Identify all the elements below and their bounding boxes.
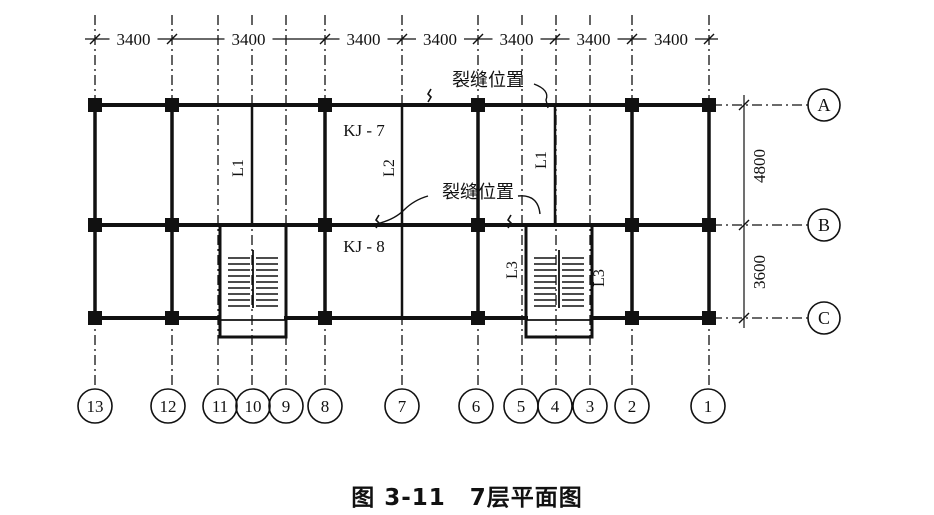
dimension-tick (703, 33, 715, 45)
row-axis-label-A: A (818, 95, 831, 115)
column-axis-label-11: 11 (212, 397, 228, 416)
column-axis-label-2: 2 (628, 397, 637, 416)
beam-label: L1 (533, 151, 550, 169)
column-square (318, 311, 332, 325)
floor-plan: 3400340034003400340034003400340048003600… (77, 15, 841, 424)
dimension-tick (166, 33, 178, 45)
column-square (318, 218, 332, 232)
column-axis-bubble-3 (572, 388, 608, 424)
column-axis-bubble-4 (537, 388, 573, 424)
column-axis-bubble-13 (77, 388, 113, 424)
row-axis-label-C: C (818, 308, 830, 328)
column-square (702, 98, 716, 112)
crack-mark (426, 88, 433, 103)
dimension-text: 3400 (232, 30, 266, 49)
crack-label: 裂缝位置 (452, 70, 524, 90)
dimension-bg (416, 28, 464, 48)
dimension-text: 3400 (654, 30, 688, 49)
dimension-text: 3400 (117, 30, 151, 49)
dimension-tick (738, 219, 750, 231)
column-square (165, 311, 179, 325)
column-axis-bubble-11 (202, 388, 238, 424)
dimension-tick (626, 33, 638, 45)
column-square (625, 311, 639, 325)
dimension-lines: 3400340034003400340034003400340048003600 (85, 28, 769, 328)
column-square (625, 218, 639, 232)
dimension-bg (492, 28, 541, 48)
column-square (471, 98, 485, 112)
column-square (165, 218, 179, 232)
dimension-bg (339, 28, 388, 48)
beam-label: L2 (381, 159, 398, 177)
crack-mark (374, 214, 381, 229)
column-axis-label-8: 8 (321, 397, 330, 416)
column-square (88, 218, 102, 232)
row-dimension-text: 3600 (750, 255, 769, 289)
column-square (165, 98, 179, 112)
label-bg (332, 236, 394, 256)
beam-label: L1 (230, 159, 247, 177)
row-axis-bubble-C (807, 301, 841, 335)
dimension-text: 3400 (347, 30, 381, 49)
column-square (625, 98, 639, 112)
row-axis-bubble-A (807, 88, 841, 122)
column-axis-label-7: 7 (398, 397, 407, 416)
dimension-tick (738, 99, 750, 111)
dimension-tick (89, 33, 101, 45)
frame-label-kj8: KJ - 8 (343, 237, 385, 256)
row-axis-bubble-B (807, 208, 841, 242)
column-square (471, 218, 485, 232)
column-axis-bubble-9 (268, 388, 304, 424)
column-axis-bubble-7 (384, 388, 420, 424)
beam-label: L3 (591, 269, 608, 287)
column-axis-label-12: 12 (160, 397, 177, 416)
column-square (88, 311, 102, 325)
frame-label-kj7: KJ - 7 (343, 121, 385, 140)
frame-structure (88, 98, 716, 339)
column-square (471, 311, 485, 325)
dimension-bg (647, 28, 695, 48)
column-axis-label-1: 1 (704, 397, 713, 416)
crack-mark (506, 214, 513, 229)
column-axis-label-9: 9 (282, 397, 291, 416)
column-axis-label-13: 13 (87, 397, 104, 416)
column-square (88, 98, 102, 112)
figure-caption: 图 3-11 7层平面图 (351, 485, 583, 511)
column-axis-label-10: 10 (245, 397, 262, 416)
dimension-bg (569, 28, 618, 48)
crack-leader (375, 195, 429, 225)
column-axis-bubble-8 (307, 388, 343, 424)
beam-label: L3 (504, 261, 521, 279)
column-axis-label-4: 4 (551, 397, 560, 416)
annotations: A B C 13 12 11 10 9 8 7 6 5 4 3 2 1 KJ - 7 KJ - 8 L1 L2 L1L3… (77, 70, 841, 424)
stairwell-right (524, 223, 594, 339)
dimension-tick (319, 33, 331, 45)
column-axis-label-3: 3 (586, 397, 595, 416)
dimension-tick (738, 312, 750, 324)
dimension-tick (396, 33, 408, 45)
column-axis-label-6: 6 (472, 397, 481, 416)
column-axis-bubble-2 (614, 388, 650, 424)
column-square (702, 218, 716, 232)
crack-label: 裂缝位置 (442, 182, 514, 202)
column-axis-label-5: 5 (517, 397, 526, 416)
dimension-bg (109, 28, 158, 48)
column-square (702, 311, 716, 325)
column-square (318, 98, 332, 112)
row-axis-label-B: B (818, 215, 830, 235)
dimension-bg (224, 28, 273, 48)
column-axis-bubble-10 (235, 388, 271, 424)
row-dimension-text: 4800 (750, 149, 769, 183)
column-axis-bubble-12 (150, 388, 186, 424)
dimension-text: 3400 (423, 30, 457, 49)
dimension-tick (472, 33, 484, 45)
dimension-text: 3400 (500, 30, 534, 49)
column-axis-bubble-6 (458, 388, 494, 424)
dimension-text: 3400 (577, 30, 611, 49)
stairwell-left (218, 223, 288, 339)
crack-leader (517, 195, 541, 215)
dimension-tick (549, 33, 561, 45)
crack-leader (533, 83, 549, 109)
column-axis-bubble-1 (690, 388, 726, 424)
